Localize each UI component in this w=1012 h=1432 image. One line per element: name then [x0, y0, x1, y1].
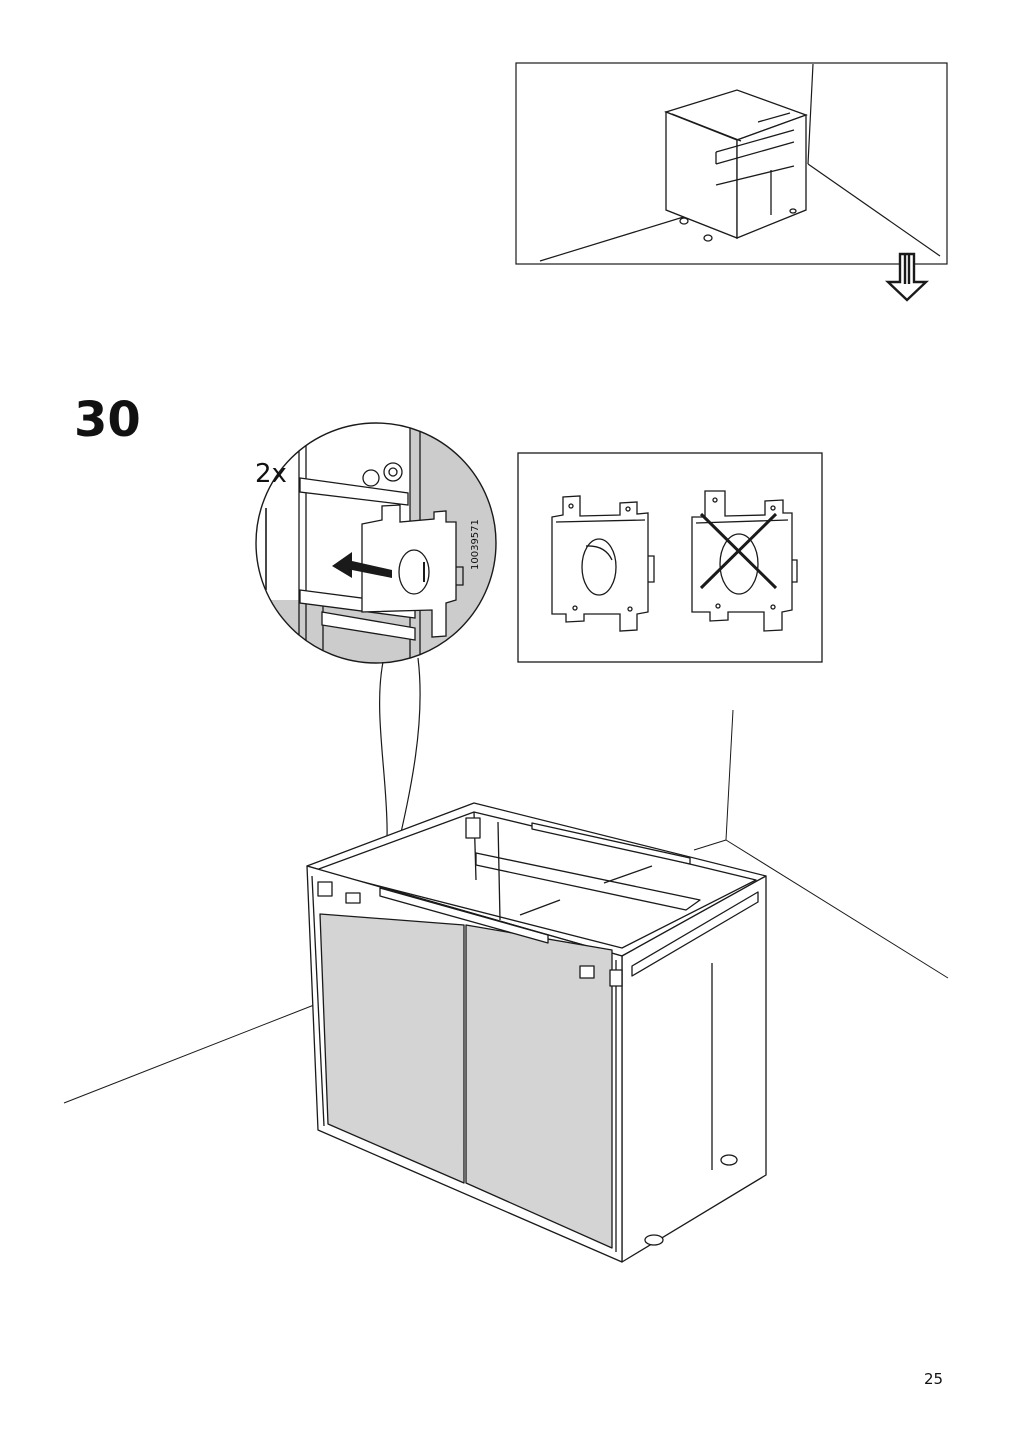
room-corner: [63, 709, 949, 1104]
step-number: 30: [74, 392, 141, 448]
bracket-correct-icon: [551, 495, 655, 632]
quantity-label: 2x: [255, 459, 287, 489]
detail-zoom-circle: [255, 422, 497, 664]
cabinet-thumbnail-icon: [664, 89, 808, 242]
previous-step-thumbnail: [515, 62, 948, 302]
down-arrow-icon: [884, 252, 930, 302]
page-number: 25: [924, 1370, 944, 1388]
part-code-label: 10039571: [470, 519, 481, 570]
base-cabinet: [306, 802, 767, 1263]
bracket-wrong-icon: [691, 490, 798, 632]
comparison-panel: [517, 452, 823, 663]
